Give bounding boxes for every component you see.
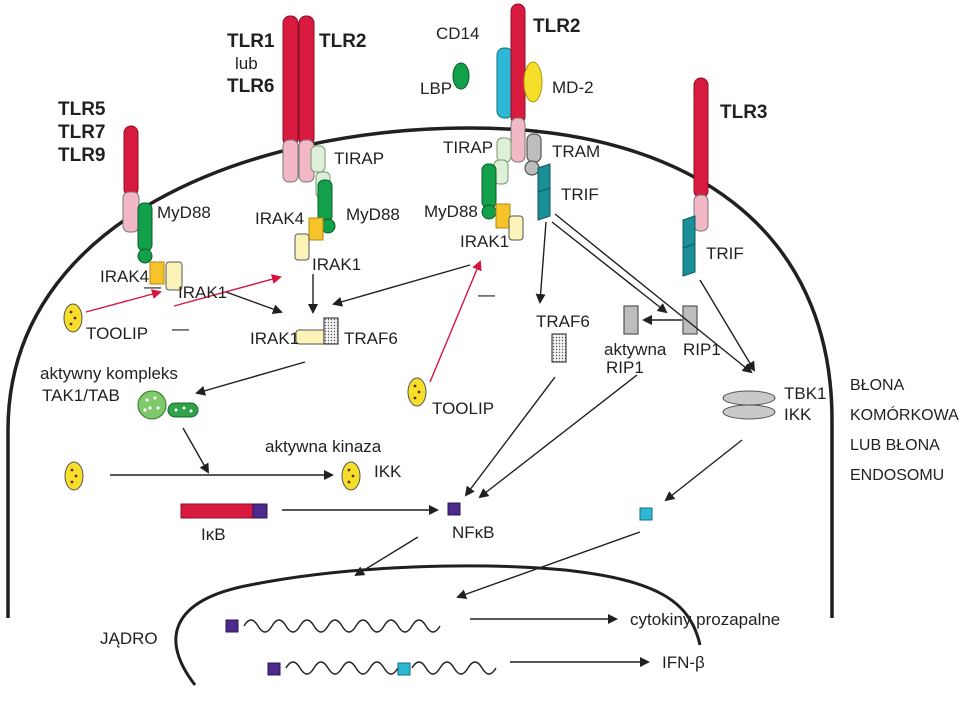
tbk1-ikk-complex bbox=[722, 390, 776, 420]
label-minus-2: — bbox=[172, 319, 189, 338]
tlr3-receptor bbox=[693, 77, 709, 232]
irak4-box-2 bbox=[308, 217, 324, 241]
label-lbp: LBP bbox=[420, 79, 452, 98]
ikb-bar bbox=[180, 503, 254, 519]
label-myd88-1: MyD88 bbox=[157, 203, 211, 222]
label-myd88-2: MyD88 bbox=[346, 205, 400, 224]
tram-complex bbox=[524, 133, 542, 176]
arrows-black bbox=[110, 213, 756, 667]
dna-wave-1 bbox=[243, 619, 441, 633]
lbp-shape bbox=[452, 62, 470, 90]
label-tlr2-left: TLR2 bbox=[319, 31, 367, 52]
traf6-box-central bbox=[323, 317, 339, 345]
trif-complex-2 bbox=[682, 215, 696, 277]
label-tirap-left: TIRAP bbox=[334, 149, 384, 168]
label-irak1-central: IRAK1 bbox=[250, 329, 299, 348]
myd88-complex-1 bbox=[137, 202, 153, 264]
label-irak1-2: IRAK1 bbox=[312, 255, 361, 274]
label-toolip-left: TOOLIP bbox=[86, 324, 148, 343]
tlr5-7-9-receptor bbox=[122, 125, 140, 233]
label-ikk-kinase-line2: IKK bbox=[374, 462, 402, 481]
label-tram: TRAM bbox=[552, 142, 600, 161]
label-md2: MD-2 bbox=[552, 78, 594, 97]
label-ikk-kinase-line1: aktywna kinaza bbox=[265, 437, 382, 456]
tak1-tab-complex bbox=[137, 390, 199, 420]
label-tlr2-right: TLR2 bbox=[533, 16, 581, 37]
label-irak1-1: IRAK1 bbox=[178, 283, 227, 302]
tlr2-cd14-receptor bbox=[496, 3, 543, 163]
label-myd88-3: MyD88 bbox=[424, 202, 478, 221]
label-minus-1: — bbox=[144, 277, 161, 296]
active-ikk-kinase bbox=[341, 461, 361, 491]
irak1-box-3 bbox=[508, 215, 524, 241]
traf6-box-right bbox=[551, 333, 567, 363]
label-rip1-active-line2: RIP1 bbox=[606, 358, 644, 377]
label-membrane-line2: KOMÓRKOWA bbox=[850, 405, 959, 424]
label-rip1-active-line1: aktywna bbox=[604, 340, 667, 359]
irak1-box-1 bbox=[165, 261, 183, 291]
label-irak4-1: IRAK4 bbox=[100, 267, 149, 286]
md2-shape bbox=[523, 61, 543, 103]
toolip-body-center bbox=[407, 377, 427, 407]
label-lub: lub bbox=[235, 54, 258, 73]
irf-square bbox=[639, 507, 653, 521]
label-membrane-line1: BŁONA bbox=[850, 377, 905, 394]
label-toolip-center: TOOLIP bbox=[432, 399, 494, 418]
label-rip1: RIP1 bbox=[683, 340, 721, 359]
myd88-complex-3 bbox=[481, 163, 497, 220]
inactive-ikk-left bbox=[64, 461, 84, 491]
dna-wave-3 bbox=[411, 661, 497, 675]
label-irak1-3: IRAK1 bbox=[460, 232, 509, 251]
irak4-box-1 bbox=[149, 261, 165, 285]
tlr1-6-tlr2-receptor bbox=[282, 15, 315, 183]
irf-on-dna bbox=[397, 662, 411, 676]
label-membrane-line3: LUB BŁONA bbox=[850, 437, 940, 454]
label-nucleus: JĄDRO bbox=[100, 629, 158, 648]
nucleus-envelope bbox=[174, 564, 702, 686]
label-cd14: CD14 bbox=[436, 24, 479, 43]
label-tlr7: TLR7 bbox=[58, 122, 106, 143]
nfkb-free-square bbox=[447, 502, 461, 516]
arrows-red bbox=[85, 260, 482, 383]
nfkb-on-dna-2 bbox=[267, 662, 281, 676]
tirap-complex-2 bbox=[493, 137, 512, 185]
label-minus-3: — bbox=[478, 285, 495, 304]
label-trif-right: TRIF bbox=[706, 244, 744, 263]
label-irak4-2: IRAK4 bbox=[255, 209, 304, 228]
label-tbk1: TBK1 bbox=[784, 384, 827, 403]
nfkb-bound-square bbox=[252, 503, 268, 519]
irak1-box-central bbox=[295, 329, 327, 345]
trif-complex-1 bbox=[537, 163, 551, 221]
label-traf6-central: TRAF6 bbox=[344, 329, 398, 348]
label-tak-line2: TAK1/TAB bbox=[42, 386, 120, 405]
rip1-active-box bbox=[623, 305, 639, 335]
toolip-body-left bbox=[63, 303, 83, 333]
cell-membrane bbox=[6, 126, 834, 618]
label-traf6-right: TRAF6 bbox=[536, 312, 590, 331]
myd88-complex-2 bbox=[317, 179, 336, 234]
irak4-box-3 bbox=[495, 203, 511, 229]
label-tirap-right: TIRAP bbox=[443, 138, 493, 157]
label-ikb: IκB bbox=[201, 525, 226, 544]
label-tlr6: TLR6 bbox=[227, 76, 275, 97]
label-tak-line1: aktywny kompleks bbox=[40, 364, 178, 383]
irak1-box-2 bbox=[294, 233, 310, 261]
label-cytokines: cytokiny prozapalne bbox=[630, 610, 780, 629]
label-nfkb: NFκB bbox=[452, 523, 495, 542]
label-tlr3: TLR3 bbox=[720, 102, 768, 123]
dna-wave-2 bbox=[285, 661, 399, 675]
rip1-box bbox=[682, 305, 698, 335]
label-tlr5: TLR5 bbox=[58, 99, 106, 120]
label-ifn: IFN-β bbox=[662, 653, 705, 672]
label-ikk: IKK bbox=[784, 405, 812, 424]
nfkb-on-dna-1 bbox=[225, 619, 239, 633]
label-tlr9: TLR9 bbox=[58, 145, 106, 166]
label-membrane-line4: ENDOSOMU bbox=[850, 467, 944, 484]
label-trif-left: TRIF bbox=[561, 185, 599, 204]
label-tlr1: TLR1 bbox=[227, 31, 275, 52]
